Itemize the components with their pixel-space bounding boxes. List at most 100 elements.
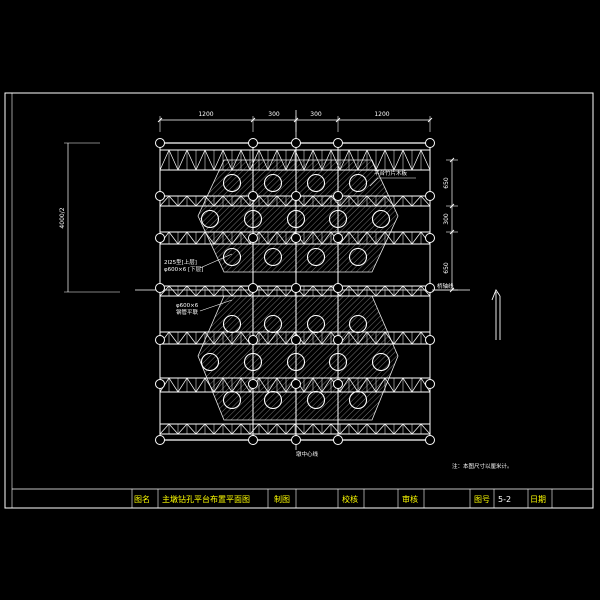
steel-pile — [155, 435, 165, 445]
bored-pile — [263, 173, 283, 193]
truss-web — [186, 231, 197, 245]
dim-right-1: 650 — [443, 177, 450, 189]
truss-web — [240, 285, 251, 297]
truss-web — [168, 331, 179, 345]
steel-pile — [425, 335, 435, 345]
truss-web — [258, 149, 269, 171]
north-arrow-head — [491, 289, 501, 301]
truss-web — [276, 423, 287, 435]
truss-web — [195, 285, 206, 297]
steel-pile — [248, 191, 258, 201]
truss-web — [384, 377, 395, 393]
truss-web — [204, 285, 215, 297]
truss-web — [339, 231, 350, 245]
steel-pile — [425, 138, 435, 148]
tb-title: 主墩钻孔平台布置平面图 — [162, 494, 250, 504]
truss-web — [366, 423, 377, 435]
bored-pile — [348, 314, 368, 334]
truss-web — [204, 231, 215, 245]
truss-web — [321, 285, 332, 297]
truss-web — [420, 423, 431, 435]
truss-web — [312, 331, 323, 345]
dim-top-4: 1200 — [374, 111, 389, 118]
truss-web — [321, 231, 332, 245]
truss-web — [348, 195, 359, 207]
truss-web — [177, 195, 188, 207]
truss-web — [186, 149, 197, 171]
truss-web — [186, 331, 197, 345]
bored-pile — [263, 247, 283, 267]
truss-web — [204, 423, 215, 435]
truss-web — [249, 149, 260, 171]
truss-web — [159, 285, 170, 297]
truss-web — [357, 195, 368, 207]
truss-web — [222, 285, 233, 297]
truss-web — [384, 195, 395, 207]
truss-web — [393, 331, 404, 345]
truss-web — [240, 377, 251, 393]
truss-web — [303, 377, 314, 393]
truss-web — [393, 423, 404, 435]
truss-web — [204, 149, 215, 171]
truss-web — [303, 285, 314, 297]
truss-web — [375, 331, 386, 345]
truss-web — [312, 195, 323, 207]
bored-pile — [348, 247, 368, 267]
truss-web — [411, 231, 422, 245]
truss-web — [420, 149, 431, 171]
truss-web — [267, 331, 278, 345]
truss-web — [177, 331, 188, 345]
truss-web — [384, 231, 395, 245]
truss-web — [375, 423, 386, 435]
dim-right-tick — [449, 157, 455, 163]
bored-pile — [306, 247, 326, 267]
truss-web — [357, 331, 368, 345]
truss-web — [402, 423, 413, 435]
truss-web — [321, 195, 332, 207]
steel-pile — [291, 335, 301, 345]
note-planks: 平台竹片木板 — [374, 169, 408, 177]
truss-web — [321, 423, 332, 435]
truss-web — [159, 195, 170, 207]
truss-web — [267, 423, 278, 435]
north-arrow-icon — [491, 289, 501, 340]
truss-web — [222, 377, 233, 393]
truss-web — [231, 423, 242, 435]
bored-pile — [328, 352, 348, 372]
bored-pile — [306, 390, 326, 410]
dim-right-tick — [449, 203, 455, 209]
truss-web — [258, 423, 269, 435]
truss-web — [384, 331, 395, 345]
truss-web — [402, 149, 413, 171]
truss-band-1 — [159, 149, 431, 171]
steel-pile — [291, 379, 301, 389]
truss-web — [177, 231, 188, 245]
bored-pile — [243, 352, 263, 372]
truss-web — [393, 377, 404, 393]
steel-pile — [248, 435, 258, 445]
truss-web — [213, 377, 224, 393]
tb-label-review: 审核 — [402, 494, 418, 504]
truss-web — [375, 285, 386, 297]
dim-top-tick — [157, 117, 163, 123]
note-units: 注：本图尺寸以厘米计。 — [452, 462, 513, 470]
truss-web — [384, 423, 395, 435]
dim-right-tick — [449, 229, 455, 235]
truss-web — [168, 149, 179, 171]
truss-web — [366, 149, 377, 171]
truss-web — [267, 231, 278, 245]
steel-pile — [248, 335, 258, 345]
truss-web — [195, 149, 206, 171]
truss-web — [258, 231, 269, 245]
steel-pile — [291, 435, 301, 445]
steel-pile — [425, 379, 435, 389]
truss-web — [375, 377, 386, 393]
truss-web — [276, 149, 287, 171]
truss-band-7 — [159, 423, 431, 435]
dim-top-3: 300 — [310, 111, 322, 118]
tb-label-drawn: 制图 — [274, 494, 290, 504]
dim-top-tick — [293, 117, 299, 123]
truss-web — [330, 423, 341, 435]
bored-pile — [371, 209, 391, 229]
truss-web — [276, 285, 287, 297]
